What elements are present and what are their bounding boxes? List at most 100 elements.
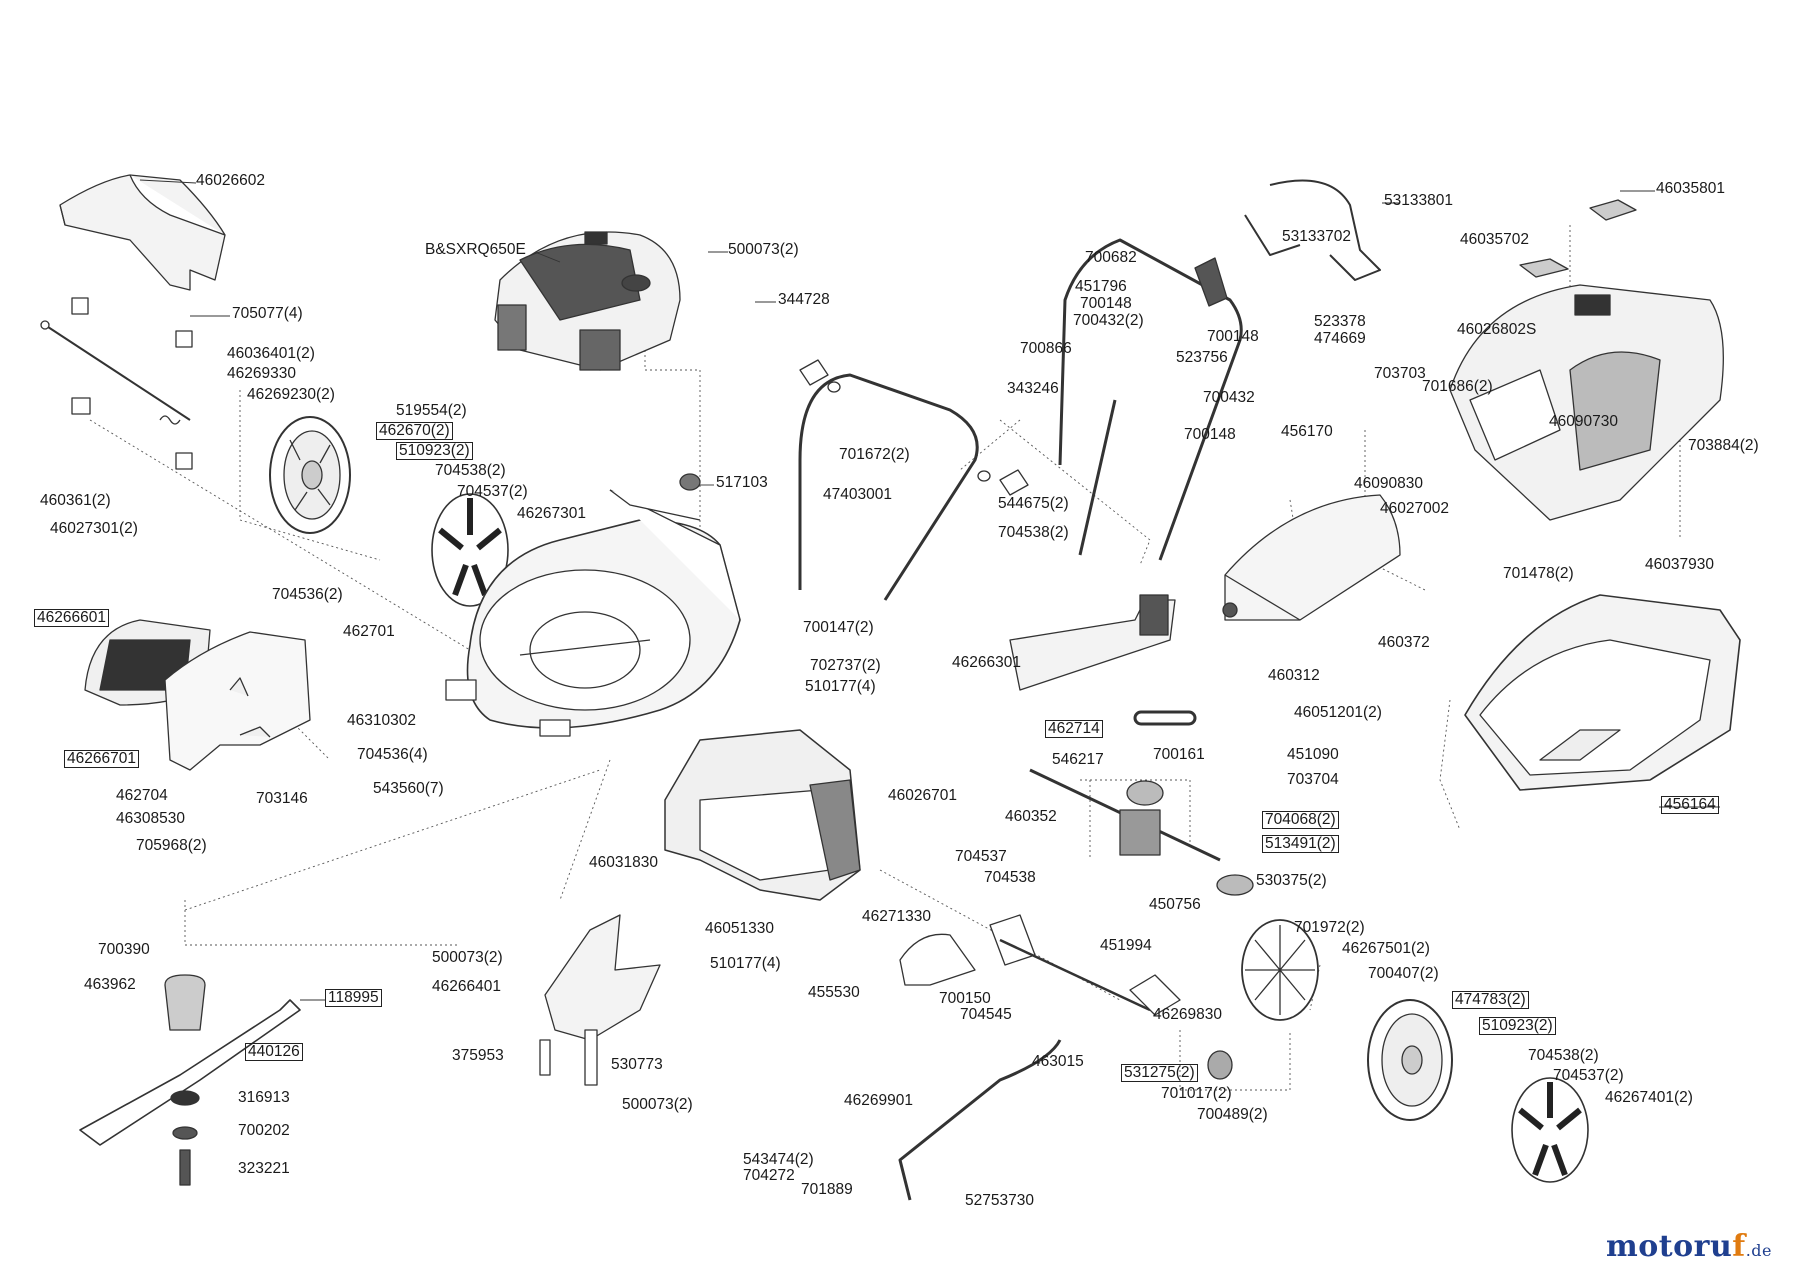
part-label-463015: 463015: [1032, 1053, 1084, 1070]
part-label-460352: 460352: [1005, 808, 1057, 825]
part-label-500073-2-: 500073(2): [622, 1096, 693, 1113]
part-label-704537-2-: 704537(2): [1553, 1067, 1624, 1084]
assembly-guide-lines: [89, 225, 1681, 1091]
part-label-323221: 323221: [238, 1160, 290, 1177]
part-label-46035702: 46035702: [1460, 231, 1529, 248]
part-label-46308530: 46308530: [116, 810, 185, 827]
part-label-344728: 344728: [778, 291, 830, 308]
part-label-704538-2-: 704538(2): [998, 524, 1069, 541]
part-label-703146: 703146: [256, 790, 308, 807]
part-label-47403001: 47403001: [823, 486, 892, 503]
part-label-46269830: 46269830: [1153, 1006, 1222, 1023]
hubcap-left: [431, 493, 509, 607]
part-label-474669: 474669: [1314, 330, 1366, 347]
part-label-46090730: 46090730: [1549, 413, 1618, 430]
part-label-704536-4-: 704536(4): [357, 746, 428, 763]
rear-wheel-left: [269, 416, 351, 534]
part-label-510177-4-: 510177(4): [710, 955, 781, 972]
part-label-46051201-2-: 46051201(2): [1294, 704, 1382, 721]
part-label-700682: 700682: [1085, 249, 1137, 266]
part-label-46036401-2-: 46036401(2): [227, 345, 315, 362]
part-label-46267501-2-: 46267501(2): [1342, 940, 1430, 957]
part-label-510923-2-: 510923(2): [1479, 1017, 1556, 1035]
part-label-46267301: 46267301: [517, 505, 586, 522]
part-label-46310302: 46310302: [347, 712, 416, 729]
part-label-46026802s: 46026802S: [1457, 321, 1537, 338]
part-label-700432-2-: 700432(2): [1073, 312, 1144, 329]
part-label-705968-2-: 705968(2): [136, 837, 207, 854]
part-label-703704: 703704: [1287, 771, 1339, 788]
part-label-46037930: 46037930: [1645, 556, 1714, 573]
part-label-46266401: 46266401: [432, 978, 501, 995]
part-label-462701: 462701: [343, 623, 395, 640]
brand-accent: f: [1732, 1229, 1746, 1264]
part-label-700407-2-: 700407(2): [1368, 965, 1439, 982]
part-label-701889: 701889: [801, 1181, 853, 1198]
part-label-700148: 700148: [1080, 295, 1132, 312]
rear-flap: [59, 174, 226, 291]
part-label-53133801: 53133801: [1384, 192, 1453, 209]
part-label-531275-2-: 531275(2): [1121, 1064, 1198, 1082]
part-label-343246: 343246: [1007, 380, 1059, 397]
part-label-456170: 456170: [1281, 423, 1333, 440]
part-label-53133702: 53133702: [1282, 228, 1351, 245]
part-label-530375-2-: 530375(2): [1256, 872, 1327, 889]
part-label-440126: 440126: [245, 1043, 303, 1061]
grass-bag: [1464, 594, 1741, 791]
grass-box-cover: [1222, 494, 1401, 621]
part-label-451796: 451796: [1075, 278, 1127, 295]
part-label-544675-2-: 544675(2): [998, 495, 1069, 512]
rear-flap-bottom: [539, 914, 661, 1086]
handle-bail: [1244, 179, 1381, 281]
part-label-52753730: 52753730: [965, 1192, 1034, 1209]
part-label-700866: 700866: [1020, 340, 1072, 357]
part-label-704068-2-: 704068(2): [1262, 811, 1339, 829]
part-label-546217: 546217: [1052, 751, 1104, 768]
part-label-703884-2-: 703884(2): [1688, 437, 1759, 454]
part-label-451994: 451994: [1100, 937, 1152, 954]
handle-small-parts: [799, 359, 1029, 496]
handle-lever: [1194, 257, 1228, 307]
part-label-700202: 700202: [238, 1122, 290, 1139]
part-label-700390: 700390: [98, 941, 150, 958]
part-label-700161: 700161: [1153, 746, 1205, 763]
part-label-704545: 704545: [960, 1006, 1012, 1023]
part-label-46266701: 46266701: [64, 750, 139, 768]
part-label-510923-2-: 510923(2): [396, 442, 473, 460]
part-label-700147-2-: 700147(2): [803, 619, 874, 636]
part-label-46090830: 46090830: [1354, 475, 1423, 492]
blade-assembly: [79, 974, 301, 1186]
part-label-701672-2-: 701672(2): [839, 446, 910, 463]
mulching-insert: [1009, 594, 1176, 691]
part-label-451090: 451090: [1287, 746, 1339, 763]
part-label-46027002: 46027002: [1380, 500, 1449, 517]
part-label-450756: 450756: [1149, 896, 1201, 913]
part-label-46026701: 46026701: [888, 787, 957, 804]
part-label-462670-2-: 462670(2): [376, 422, 453, 440]
part-label-705077-4-: 705077(4): [232, 305, 303, 322]
part-label-517103: 517103: [716, 474, 768, 491]
part-label-523378: 523378: [1314, 313, 1366, 330]
part-label-543560-7-: 543560(7): [373, 780, 444, 797]
part-label-455530: 455530: [808, 984, 860, 1001]
part-label-510177-4-: 510177(4): [805, 678, 876, 695]
part-label-462704: 462704: [116, 787, 168, 804]
part-label-46027301-2-: 46027301(2): [50, 520, 138, 537]
part-label-500073-2-: 500073(2): [432, 949, 503, 966]
deck-cap: [679, 473, 701, 491]
part-label-460312: 460312: [1268, 667, 1320, 684]
part-label-46269230-2-: 46269230(2): [247, 386, 335, 403]
part-label-460372: 460372: [1378, 634, 1430, 651]
part-label-704537-2-: 704537(2): [457, 483, 528, 500]
rear-chute: [664, 729, 861, 901]
brand-domain: .de: [1745, 1241, 1772, 1260]
leader-lines: [139, 179, 1720, 1001]
grass-box-lid: [1449, 284, 1724, 521]
part-label-700432: 700432: [1203, 389, 1255, 406]
part-label-513491-2-: 513491(2): [1262, 835, 1339, 853]
part-label-118995: 118995: [325, 989, 382, 1007]
part-label-701017-2-: 701017(2): [1161, 1085, 1232, 1102]
part-label-500073-2-: 500073(2): [728, 241, 799, 258]
